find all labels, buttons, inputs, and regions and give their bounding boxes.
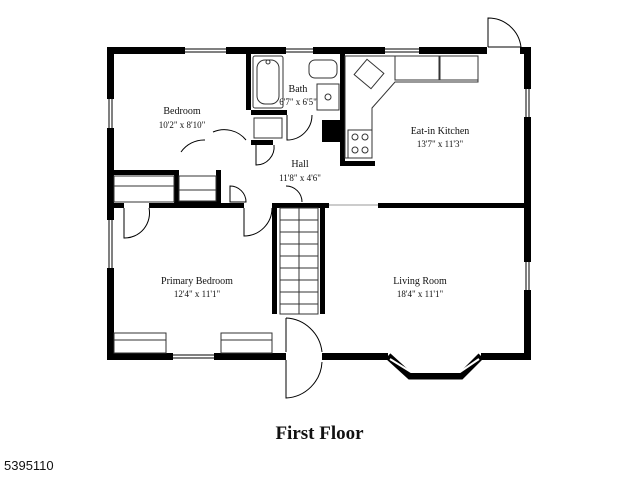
kitchen-dimensions: 13'7" x 11'3" — [417, 139, 464, 149]
kitchen-counters — [344, 55, 479, 159]
bay-window — [385, 353, 484, 380]
kitchen-label: Eat-in Kitchen — [411, 126, 470, 137]
living-room-label: Living Room — [393, 276, 447, 287]
bedroom-label: Bedroom — [163, 106, 200, 117]
bedroom-dimensions: 10'2" x 8'10" — [159, 120, 206, 130]
doors — [123, 17, 522, 399]
exterior-walls — [107, 47, 531, 360]
primary-bedroom-dimensions: 12'4" x 11'1" — [174, 289, 221, 299]
closets — [113, 175, 378, 354]
living-room-dimensions: 18'4" x 11'1" — [397, 289, 444, 299]
listing-id: 5395110 — [4, 458, 54, 473]
hall-dimensions: 11'8" x 4'6" — [279, 173, 321, 183]
bath-label: Bath — [289, 84, 308, 95]
bath-fixtures — [252, 55, 340, 139]
primary-bedroom-label: Primary Bedroom — [161, 276, 233, 287]
windows — [108, 48, 530, 359]
bath-dimensions: 6'7" x 6'5" — [279, 97, 317, 107]
interior-walls — [114, 54, 524, 314]
staircase — [279, 207, 319, 315]
hall-label: Hall — [291, 159, 308, 170]
floor-title: First Floor — [275, 423, 364, 444]
room-labels: Bedroom 10'2" x 8'10" Bath 6'7" x 6'5" E… — [159, 84, 470, 299]
